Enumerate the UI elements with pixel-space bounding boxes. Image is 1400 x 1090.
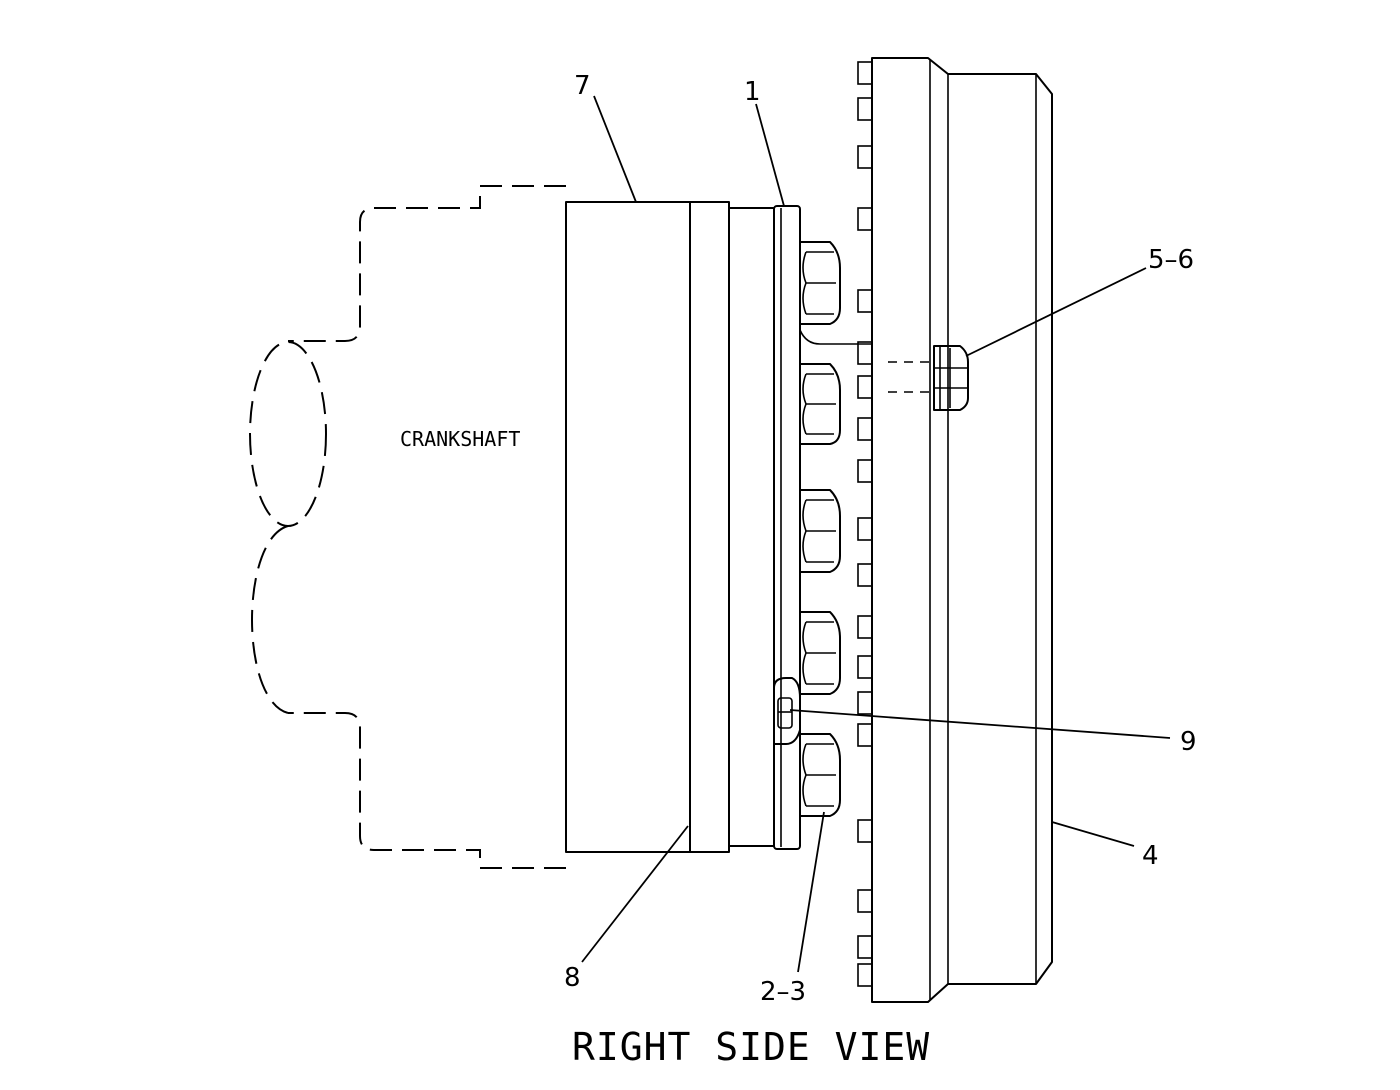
callout-1: 1 [744, 77, 761, 107]
hex-bolt-head [799, 611, 841, 695]
crankshaft-phantom-outline [249, 185, 566, 869]
flywheel-4 [871, 57, 1053, 1003]
damper-hub-7 [565, 201, 691, 853]
leader-lines [581, 95, 1171, 973]
callout-8: 8 [564, 963, 581, 993]
bolt-5-6 [888, 345, 969, 411]
callout-7: 7 [574, 71, 591, 101]
hex-bolts-2-3 [799, 241, 841, 817]
clip-9 [773, 677, 801, 745]
hex-bolt-head [799, 241, 841, 325]
plate-1 [773, 205, 801, 850]
flywheel-bolt-row [857, 61, 873, 987]
spacer [728, 207, 775, 847]
callout-4: 4 [1142, 841, 1159, 871]
ring-8 [689, 201, 730, 853]
hex-bolt-head [799, 489, 841, 573]
callout-5-6: 5–6 [1148, 245, 1194, 275]
hex-bolt-head [799, 363, 841, 445]
view-title: RIGHT SIDE VIEW [572, 1025, 930, 1069]
callout-9: 9 [1180, 727, 1197, 757]
callout-2-3: 2–3 [760, 977, 806, 1007]
crankshaft-label: CRANKSHAFT [400, 427, 520, 451]
hex-bolt-head [799, 733, 841, 817]
bracket-link [799, 329, 872, 345]
